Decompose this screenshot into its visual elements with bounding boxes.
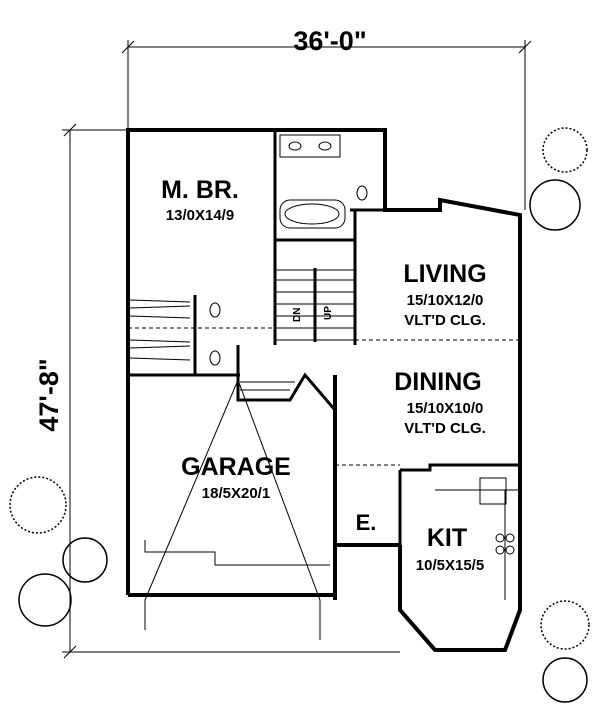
living-ceiling: VLT'D CLG. — [404, 312, 486, 329]
entry-label: E. — [356, 510, 377, 535]
tree-icon — [9, 127, 590, 703]
dining-label: DINING — [394, 368, 482, 396]
stairs-up-label: UP — [323, 306, 334, 320]
bathroom-fixtures — [209, 134, 520, 600]
living-size: 15/10X12/0 — [407, 292, 484, 309]
exterior-walls — [126, 128, 522, 652]
ceiling-lines — [128, 327, 520, 466]
garage-label: GARAGE — [181, 453, 291, 481]
width-dimension-label: 36'-0" — [293, 26, 366, 56]
garage-size: 18/5X20/1 — [202, 485, 270, 502]
master-bedroom-size: 13/0X14/9 — [166, 207, 234, 224]
closet-hatching — [129, 299, 295, 391]
depth-dimension-line — [62, 123, 400, 659]
garage-details — [144, 379, 330, 640]
kitchen-label: KIT — [427, 524, 467, 552]
dining-ceiling: VLT'D CLG. — [404, 420, 486, 437]
master-bedroom-label: M. BR. — [161, 176, 239, 204]
stairs — [274, 268, 356, 342]
living-label: LIVING — [403, 260, 486, 288]
stairs-down-label: DN — [292, 308, 303, 322]
kitchen-size: 10/5X15/5 — [416, 557, 484, 574]
depth-dimension-label: 47'-8" — [34, 358, 64, 431]
width-dimension-line — [121, 40, 532, 210]
dining-size: 15/10X10/0 — [407, 400, 484, 417]
